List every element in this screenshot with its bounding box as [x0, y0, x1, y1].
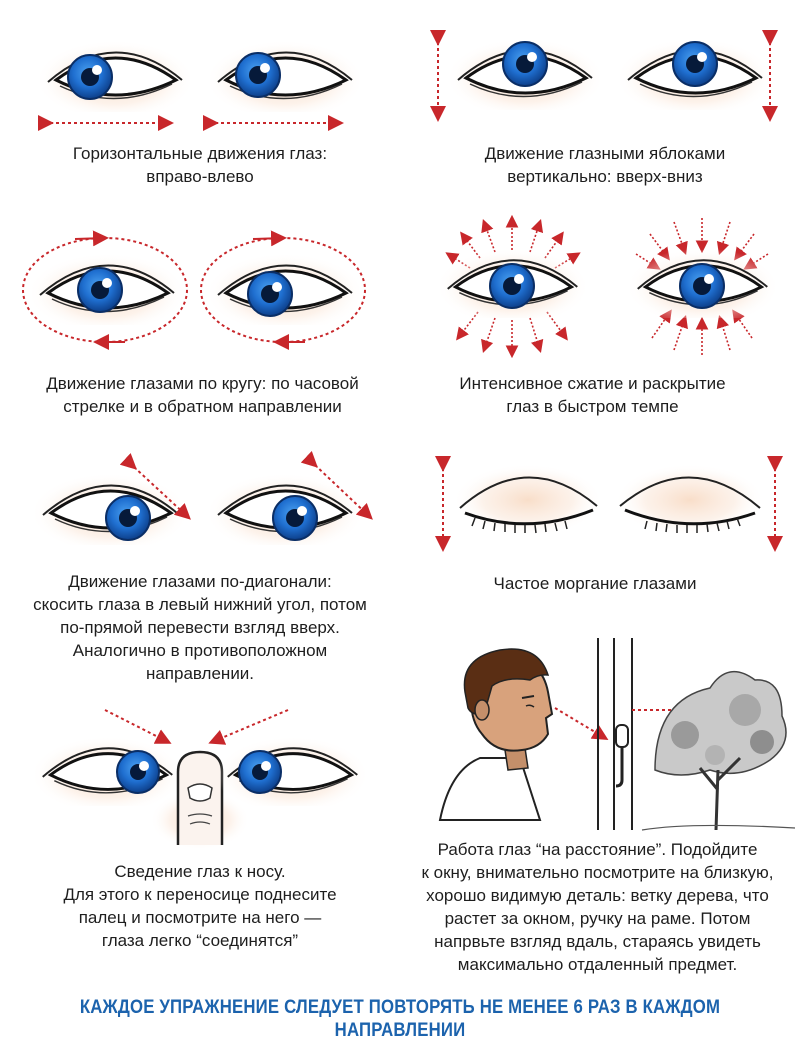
- footer-note: КАЖДОЕ УПРАЖНЕНИЕ СЛЕДУЕТ ПОВТОРЯТЬ НЕ М…: [79, 996, 721, 1041]
- eye-icon: [210, 255, 360, 325]
- exercise-blink: Частое моргание глазами: [425, 456, 790, 598]
- eye-icon: [630, 250, 775, 318]
- exercise-diagonal: Движение глазами по-диагонали: скосить г…: [10, 450, 390, 685]
- caption-vertical: Движение глазными яблоками вертикально: …: [484, 144, 726, 186]
- caption-circle: Движение глазами по кругу: по часовой ст…: [46, 374, 359, 416]
- arrow-icon: [208, 709, 289, 745]
- arrow-icon: [119, 452, 191, 520]
- exercise-circle: Движение глазами по кругу: по часовой ст…: [15, 222, 390, 422]
- tree-icon: [641, 671, 796, 831]
- finger-icon: [150, 750, 250, 850]
- horizontal-eyes-illustration: [38, 42, 360, 131]
- caption-squeeze: Интенсивное сжатие и раскрытие глаз в бы…: [459, 374, 726, 416]
- exercise-horizontal: Горизонтальные движения глаз: вправо-вле…: [20, 20, 380, 200]
- nose-eyes-illustration: [35, 709, 365, 850]
- distance-illustration: [438, 638, 796, 831]
- closed-eye-icon: [453, 464, 603, 536]
- eye-icon: [450, 40, 600, 110]
- vertical-eyes-illustration: [430, 30, 778, 122]
- blink-eyes-illustration: [435, 456, 783, 552]
- eye-icon: [40, 42, 190, 112]
- caption-distance: Работа глаз “на расстояние”. Подойдите к…: [421, 840, 774, 974]
- squeeze-eyes-illustration: [440, 214, 775, 359]
- caption-blink: Частое моргание глазами: [493, 574, 697, 593]
- eye-icon: [32, 255, 182, 325]
- arrow-icon: [300, 450, 373, 520]
- eye-icon: [210, 475, 360, 545]
- eye-icon: [220, 738, 365, 806]
- exercise-nose: Сведение глаз к носу. Для этого к перено…: [20, 700, 380, 950]
- diagonal-eyes-illustration: [35, 450, 373, 545]
- window-icon: [597, 638, 633, 830]
- arrow-icon: [554, 707, 609, 741]
- eye-icon: [35, 475, 185, 545]
- arrow-icon: [104, 709, 172, 744]
- man-head-icon: [438, 648, 554, 821]
- exercise-vertical: Движение глазными яблоками вертикально: …: [420, 20, 790, 200]
- caption-diagonal: Движение глазами по-диагонали: скосить г…: [33, 572, 367, 683]
- exercise-squeeze: Интенсивное сжатие и раскрытие глаз в бы…: [440, 210, 785, 422]
- circle-eyes-illustration: [22, 230, 366, 350]
- eye-icon: [210, 42, 360, 112]
- closed-eye-icon: [615, 464, 765, 536]
- caption-nose: Сведение глаз к носу. Для этого к перено…: [63, 862, 337, 950]
- eye-icon: [35, 738, 180, 806]
- eye-icon: [440, 250, 585, 318]
- eye-icon: [620, 40, 770, 110]
- exercise-distance: Работа глаз “на расстояние”. Подойдите к…: [410, 630, 796, 975]
- caption-horizontal: Горизонтальные движения глаз: вправо-вле…: [72, 144, 328, 186]
